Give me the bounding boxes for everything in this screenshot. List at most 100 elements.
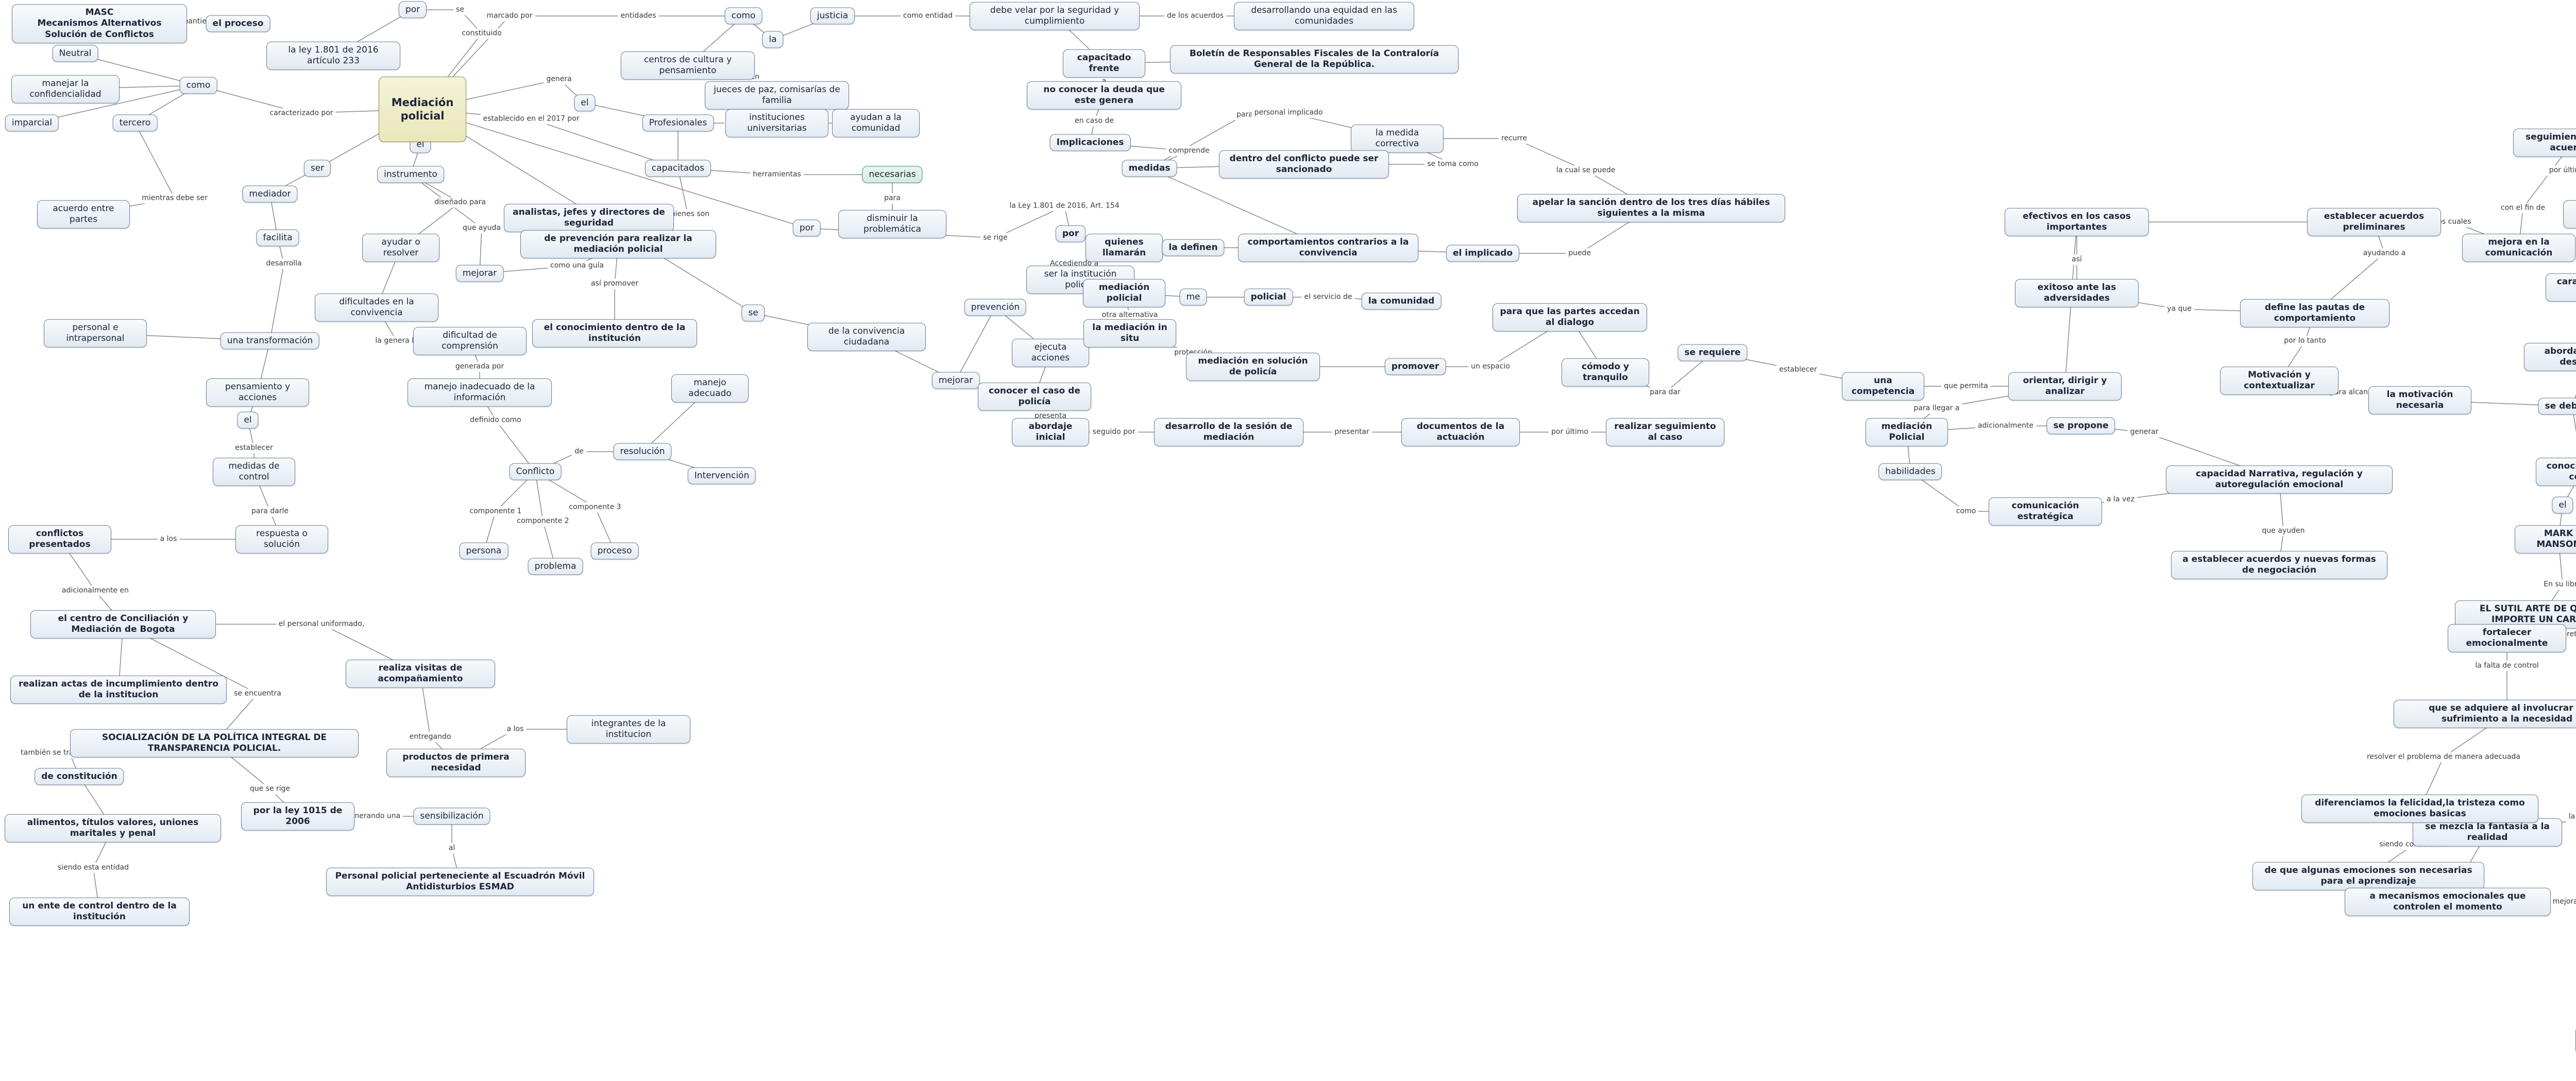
concept-node-me_a[interactable]: me: [1179, 288, 1207, 306]
concept-node-mecanismos_emocionales[interactable]: a mecanismos emocionales que controlen e…: [2345, 887, 2551, 916]
concept-node-caracteristicas[interactable]: características del acuerdo: [2546, 273, 2576, 302]
concept-node-comodo[interactable]: cómodo y tranquilo: [1562, 358, 1649, 387]
concept-node-seguimiento_acuerdos[interactable]: seguimiento de los acuerdos: [2513, 128, 2576, 157]
concept-node-se_requiere[interactable]: se requiere: [1677, 344, 1748, 362]
concept-node-conocimiento_inst[interactable]: el conocimiento dentro de la institución: [532, 319, 697, 348]
concept-node-centro_bogota[interactable]: el centro de Conciliación y Mediación de…: [30, 610, 216, 639]
concept-node-necesarias[interactable]: necesarias: [862, 166, 923, 183]
concept-node-mediacion_policial_b[interactable]: mediación policial: [1083, 279, 1165, 307]
concept-node-acuerdos_prelim[interactable]: establecer acuerdos preliminares: [2307, 208, 2441, 236]
concept-node-se_deberan[interactable]: se deberán: [2538, 398, 2576, 415]
concept-node-sensibilizacion[interactable]: sensibilización: [413, 808, 490, 825]
concept-node-la_a[interactable]: la: [762, 31, 784, 48]
concept-node-justicia[interactable]: justicia: [810, 7, 855, 25]
concept-node-el_a[interactable]: el: [237, 411, 259, 429]
concept-node-actas[interactable]: realizan actas de incumplimiento dentro …: [10, 675, 227, 704]
concept-node-el_d[interactable]: el: [2552, 496, 2573, 514]
concept-node-por_b[interactable]: por: [792, 219, 821, 237]
concept-node-diferenciamos[interactable]: diferenciamos la felicidad,la tristeza c…: [2301, 794, 2538, 823]
concept-node-problema[interactable]: problema: [528, 558, 583, 575]
concept-node-se_propone[interactable]: se propone: [2046, 417, 2115, 435]
concept-node-esmad[interactable]: Personal policial perteneciente al Escua…: [326, 867, 594, 896]
concept-node-medida_correctiva[interactable]: la medida correctiva: [1351, 124, 1444, 153]
concept-node-visitas[interactable]: realiza visitas de acompañamiento: [346, 659, 495, 688]
concept-node-efectivos[interactable]: efectivos en los casos importantes: [2005, 208, 2149, 236]
concept-node-medidas_n[interactable]: medidas: [1122, 160, 1177, 177]
concept-node-capacitados[interactable]: capacitados: [645, 160, 711, 177]
concept-node-el_b[interactable]: el: [574, 94, 596, 112]
concept-node-por_c[interactable]: por: [1055, 225, 1086, 243]
concept-node-equidad[interactable]: desarrollando una equidad en las comunid…: [1234, 2, 1414, 30]
concept-node-socializacion[interactable]: SOCIALIZACIÓN DE LA POLÍTICA INTEGRAL DE…: [70, 729, 359, 758]
concept-node-fortalecer_emo[interactable]: fortalecer emocionalmente: [2448, 624, 2566, 653]
concept-node-como_a[interactable]: como: [179, 77, 217, 94]
concept-node-se_b[interactable]: se: [741, 304, 765, 322]
concept-node-mejorar_a[interactable]: mejorar: [455, 265, 504, 282]
concept-node-habilidades[interactable]: habilidades: [1878, 463, 1942, 481]
concept-node-dificultad_comp[interactable]: dificultad de comprensión: [413, 327, 527, 355]
concept-node-conocimientos_como[interactable]: conocimientos como: [2536, 457, 2576, 486]
concept-node-mediador[interactable]: mediador: [242, 185, 298, 203]
concept-node-personal_intra[interactable]: personal e intrapersonal: [44, 319, 147, 348]
concept-node-conocer_caso[interactable]: conocer el caso de policía: [978, 382, 1091, 411]
concept-node-prevencion_guia[interactable]: de prevención para realizar la mediación…: [520, 230, 716, 259]
concept-node-por_a[interactable]: por: [398, 1, 427, 19]
concept-node-persona[interactable]: persona: [459, 542, 509, 560]
concept-node-alimentos[interactable]: alimentos, títulos valores, uniones mari…: [5, 814, 221, 843]
concept-node-manejo_adecuado[interactable]: manejo adecuado: [671, 374, 749, 403]
concept-node-analistas[interactable]: analistas, jefes y directores de segurid…: [504, 203, 674, 232]
concept-node-sancionado[interactable]: dentro del conflicto puede ser sancionad…: [1219, 150, 1389, 179]
concept-node-pensamiento[interactable]: pensamiento y acciones: [206, 378, 309, 407]
concept-node-mark_manson[interactable]: MARK MANSON: [2515, 525, 2576, 554]
concept-node-confidencialidad[interactable]: manejar la confidencialidad: [11, 75, 120, 104]
concept-node-disminuir[interactable]: disminuir la problemática: [838, 210, 946, 238]
concept-node-mejorar_b[interactable]: mejorar: [931, 372, 980, 389]
concept-node-velar[interactable]: debe velar por la seguridad y cumplimien…: [970, 2, 1140, 30]
concept-node-prevencion_b[interactable]: prevención: [964, 299, 1027, 316]
concept-node-respuesta[interactable]: respuesta o solución: [235, 525, 328, 554]
concept-node-motivacion_necesaria[interactable]: la motivación necesaria: [2368, 386, 2471, 415]
concept-node-tercero[interactable]: tercero: [112, 114, 158, 132]
concept-node-abordaje_inicial_a[interactable]: abordaje inicial: [1012, 418, 1089, 447]
concept-node-masc[interactable]: MASC Mecanismos Alternativos Solución de…: [12, 4, 187, 43]
concept-node-quienes_llamaran[interactable]: quienes llamarán: [1086, 233, 1163, 262]
concept-node-universitarias[interactable]: instituciones universitarias: [725, 109, 828, 138]
concept-node-productos[interactable]: productos de primera necesidad: [386, 748, 526, 777]
concept-node-adquiere_sufrimiento[interactable]: que se adquiere al involucrar el sufrimi…: [2394, 699, 2576, 728]
concept-node-facilita[interactable]: facilita: [256, 229, 299, 247]
concept-node-exitoso[interactable]: exitoso ante las adversidades: [2015, 279, 2139, 307]
concept-node-documentos[interactable]: documentos de la actuación: [1401, 418, 1520, 447]
concept-node-comportamientos[interactable]: comportamientos contrarios a la conviven…: [1238, 233, 1418, 262]
concept-node-mediacion_insitu[interactable]: la mediación in situ: [1083, 319, 1176, 348]
concept-node-medidas_control[interactable]: medidas de control: [213, 457, 295, 486]
concept-node-resolucion[interactable]: resolución: [613, 443, 672, 460]
concept-node-mediacion_solucion[interactable]: mediación en solución de policía: [1186, 352, 1320, 381]
concept-node-policial_n[interactable]: policial: [1244, 288, 1293, 306]
concept-node-ser_a[interactable]: ser: [303, 160, 331, 177]
concept-node-la_definen[interactable]: la definen: [1162, 239, 1225, 256]
concept-node-capacitado_frente[interactable]: capacitado frente: [1063, 49, 1145, 78]
concept-node-establecer_acuerdos_neg[interactable]: a establecer acuerdos y nuevas formas de…: [2171, 551, 2387, 579]
concept-node-ayudar_resolver[interactable]: ayudar o resolver: [362, 233, 439, 262]
concept-node-mejora_comunicacion[interactable]: mejora en la comunicación: [2462, 233, 2575, 262]
concept-node-com_estrategica[interactable]: comunicación estratégica: [1989, 497, 2102, 526]
concept-node-define_pautas[interactable]: define las pautas de comportamiento: [2240, 299, 2389, 328]
concept-node-ejecuta_acciones[interactable]: ejecuta acciones: [1012, 338, 1089, 367]
concept-node-proceso_b[interactable]: proceso: [590, 542, 639, 560]
concept-node-acuerdo_partes[interactable]: acuerdo entre partes: [37, 200, 130, 229]
concept-node-jueces[interactable]: jueces de paz, comisarías de familia: [705, 81, 849, 110]
concept-node-competencia[interactable]: una competencia: [1842, 372, 1924, 401]
concept-node-comunidad_n[interactable]: la comunidad: [1361, 293, 1442, 310]
concept-node-apelar[interactable]: apelar la sanción dentro de los tres día…: [1517, 194, 1785, 222]
concept-node-emociones_aprendizaje[interactable]: de que algunas emociones son necesarias …: [2252, 862, 2484, 890]
concept-node-ley1015[interactable]: por la ley 1015 de 2006: [241, 802, 354, 831]
concept-node-neutral[interactable]: Neutral: [52, 45, 98, 62]
main-concept-node[interactable]: Mediación policial: [379, 76, 466, 142]
concept-node-implicaciones[interactable]: Implicaciones: [1049, 134, 1131, 151]
concept-node-mediacion_policial_c[interactable]: mediación Policial: [1866, 418, 1948, 447]
concept-node-implicado[interactable]: el implicado: [1446, 245, 1520, 262]
concept-node-constitucion[interactable]: de constitución: [35, 768, 124, 785]
concept-node-convivencia_ciud[interactable]: de la convivencia ciudadana: [807, 322, 926, 351]
concept-node-centros_cultura[interactable]: centros de cultura y pensamiento: [621, 51, 755, 80]
concept-node-profesionales[interactable]: Profesionales: [642, 114, 714, 132]
